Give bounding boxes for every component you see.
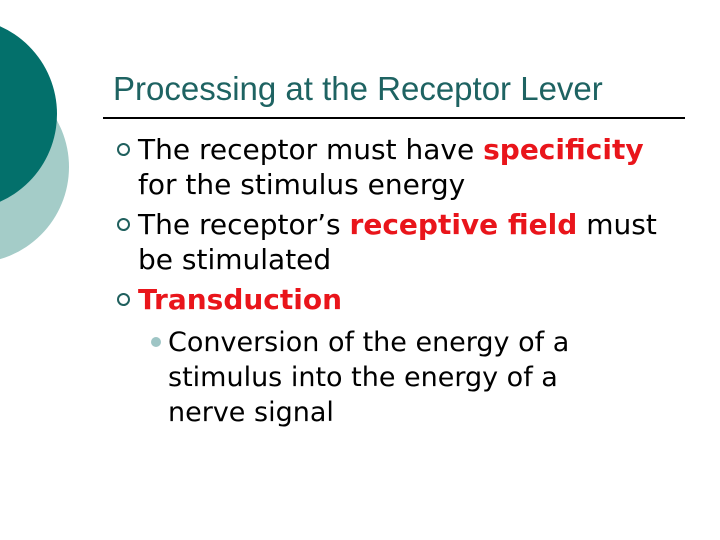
bullet-text-3: Transduction [138, 282, 342, 317]
sub-bullet-run-2: stimulus into the energy of a [168, 362, 558, 393]
hollow-circle-bullet-icon [117, 293, 130, 306]
bullet-1-run-1: The receptor must have [138, 133, 484, 166]
bullet-item-2: The receptor’s receptive field must be st… [117, 207, 657, 277]
bullet-text-1: The receptor must have specificity for th… [138, 132, 644, 202]
sub-bullet-item-1: Conversion of the energy of a stimulus in… [151, 325, 569, 430]
bullet-2-run-3: be stimulated [138, 243, 332, 276]
title-underline [103, 117, 685, 119]
bullet-2-run-2: must [577, 208, 657, 241]
hollow-circle-bullet-icon [117, 218, 130, 231]
bullet-2-emphasis: receptive field [349, 208, 578, 241]
bullet-text-2: The receptor’s receptive field must be st… [138, 207, 657, 277]
slide-title: Processing at the Receptor Lever [113, 70, 603, 107]
hollow-circle-bullet-icon [117, 143, 130, 156]
bullet-3-emphasis: Transduction [138, 283, 343, 316]
bullet-1-run-2: for the stimulus energy [138, 168, 466, 201]
sub-bullet-text-1: Conversion of the energy of a stimulus in… [168, 325, 569, 430]
sub-bullet-run-1: Conversion of the energy of a [168, 327, 570, 358]
bullet-item-1: The receptor must have specificity for th… [117, 132, 644, 202]
bullet-1-emphasis: specificity [483, 133, 644, 166]
filled-circle-bullet-icon [151, 337, 161, 347]
bullet-2-run-1: The receptor’s [138, 208, 350, 241]
bullet-item-3: Transduction [117, 282, 342, 317]
sub-bullet-run-3: nerve signal [168, 397, 334, 428]
